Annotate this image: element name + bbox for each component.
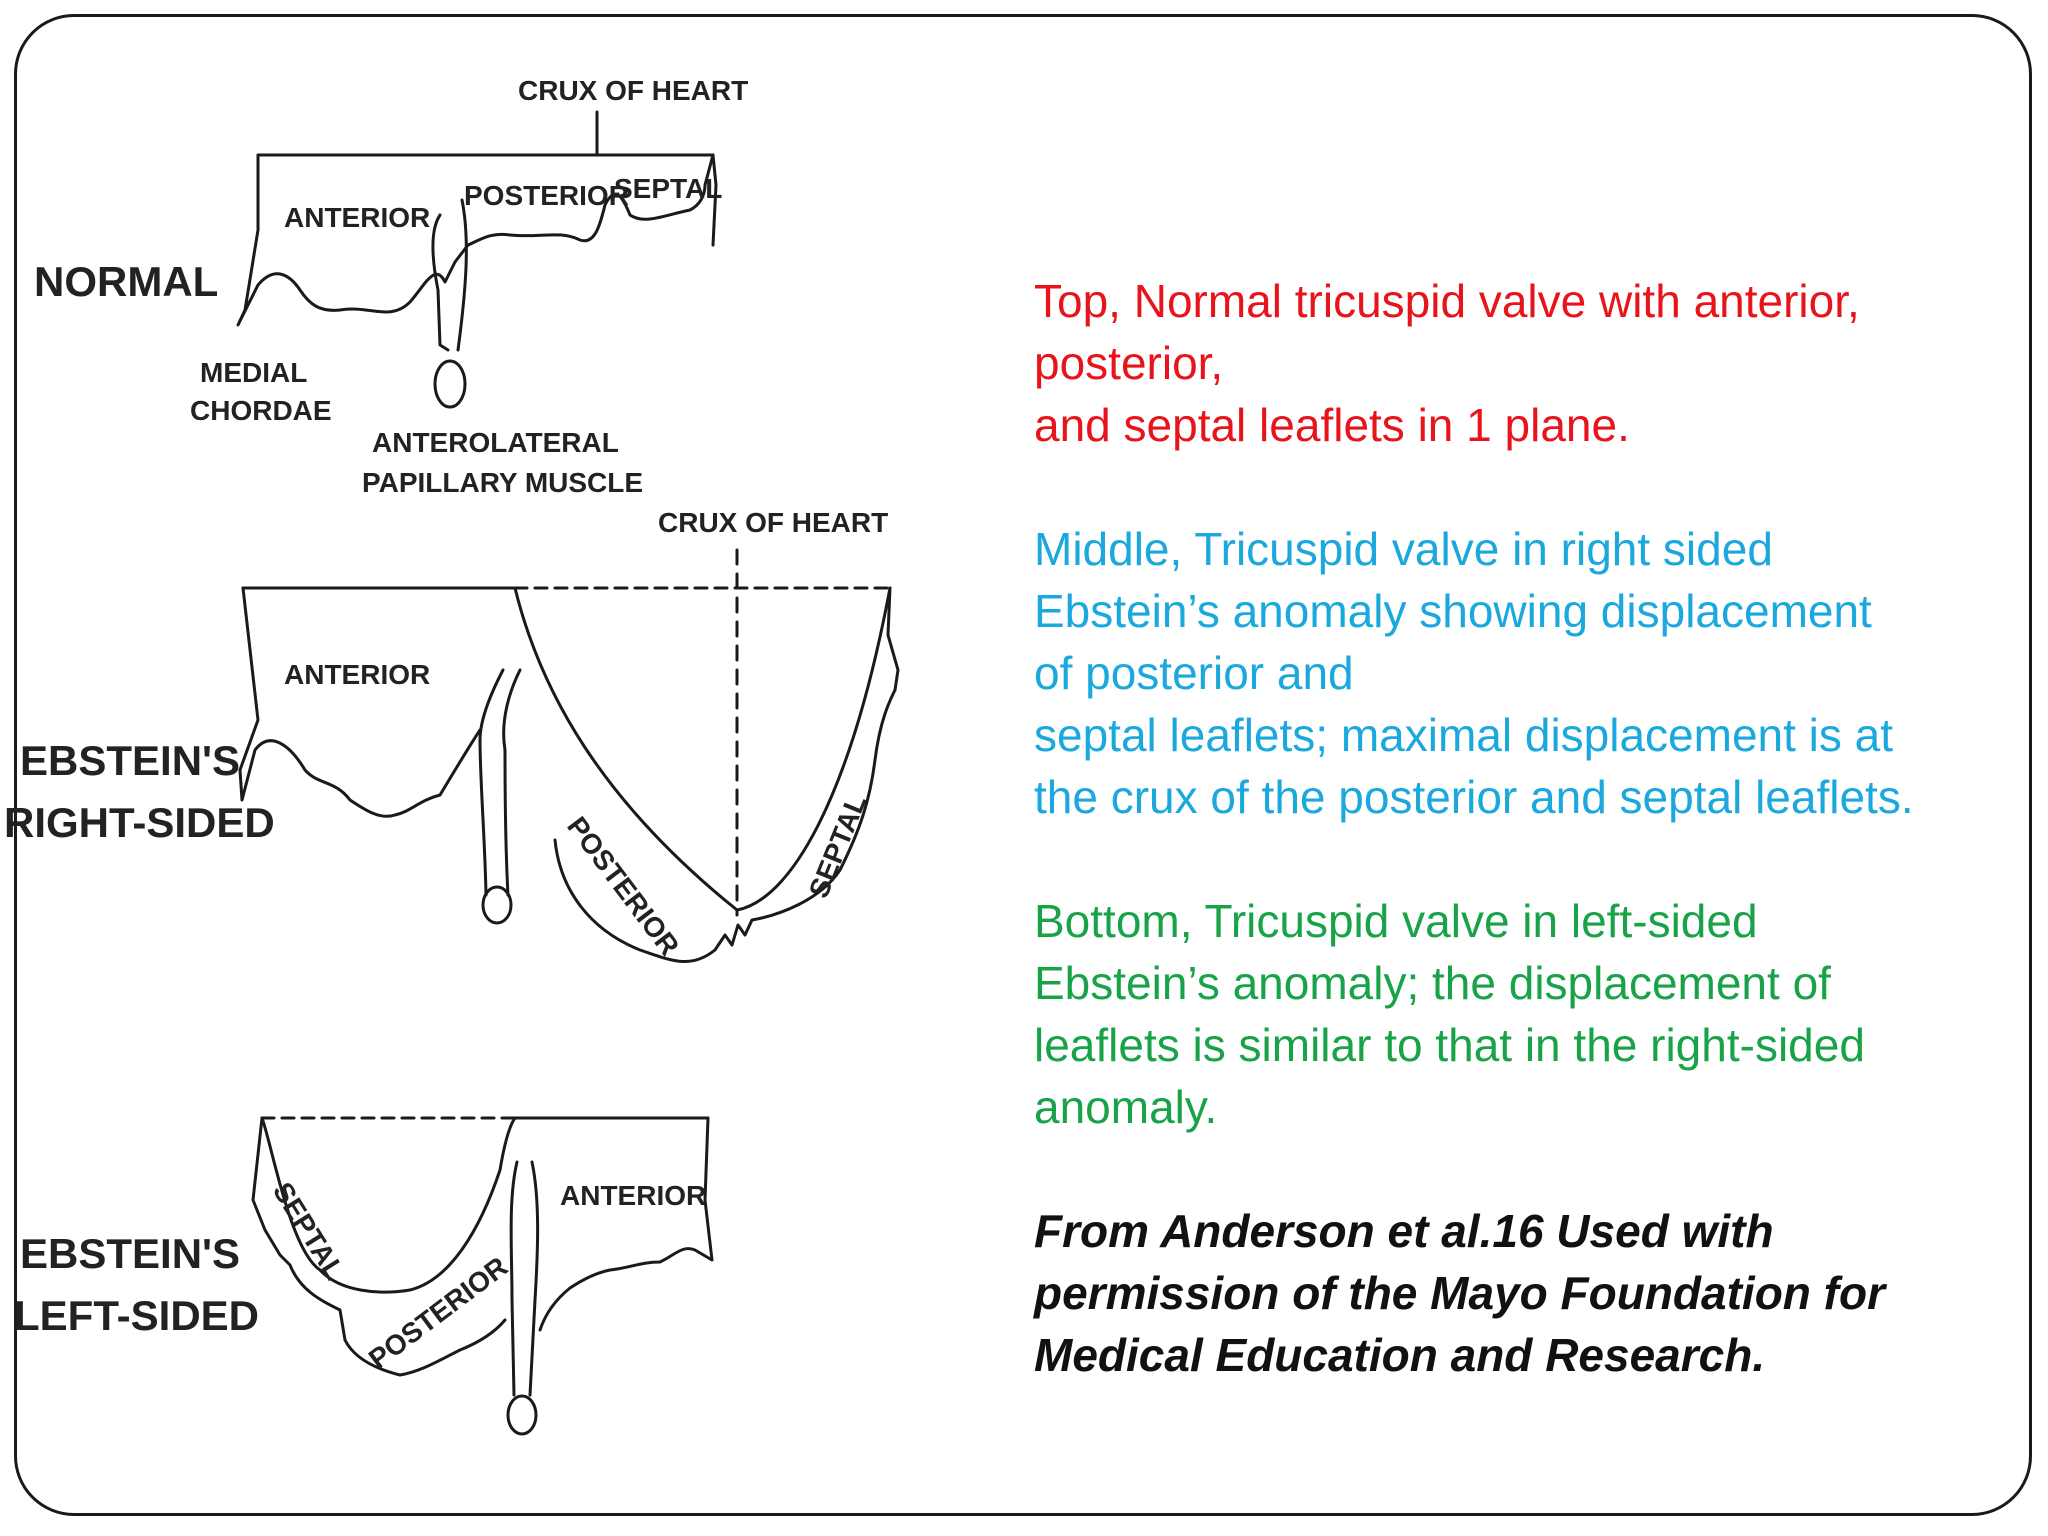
slide-frame xyxy=(14,14,2032,1516)
left-sided-valve-drawing xyxy=(251,1116,714,1436)
caption-credit: From Anderson et al.16 Used with permiss… xyxy=(1034,1205,1885,1381)
right-sided-valve-drawing xyxy=(238,548,900,964)
normal-septal-label: SEPTAL xyxy=(614,173,722,204)
tricuspid-valve-diagram: NORMAL CRUX OF HEART ANTERIOR POSTERIOR … xyxy=(4,75,900,1436)
right-sided-anterior-label: ANTERIOR xyxy=(284,659,430,690)
papillary-label-line1: ANTEROLATERAL xyxy=(372,427,619,458)
caption-top: Top, Normal tricuspid valve with anterio… xyxy=(1034,275,1860,451)
left-sided-septal-label: SEPTAL xyxy=(267,1177,351,1285)
left-sided-anterior-label: ANTERIOR xyxy=(560,1180,706,1211)
right-sided-septal-label: SEPTAL xyxy=(803,790,872,902)
normal-valve-drawing xyxy=(236,110,718,409)
normal-row-label: NORMAL xyxy=(34,258,218,305)
caption-block: Top, Normal tricuspid valve with anterio… xyxy=(1034,270,2024,1386)
papillary-label-line2: PAPILLARY MUSCLE xyxy=(362,467,643,498)
caption-middle: Middle, Tricuspid valve in right sided E… xyxy=(1034,523,1914,823)
left-sided-row-label-line2: LEFT-SIDED xyxy=(14,1292,259,1339)
right-sided-crux-label: CRUX OF HEART xyxy=(658,507,888,538)
medial-chordae-label-line2: CHORDAE xyxy=(190,395,332,426)
caption-bottom: Bottom, Tricuspid valve in left-sided Eb… xyxy=(1034,895,1865,1133)
left-sided-row-label-line1: EBSTEIN'S xyxy=(20,1230,240,1277)
normal-posterior-label: POSTERIOR xyxy=(464,180,629,211)
medial-chordae-label-line1: MEDIAL xyxy=(200,357,307,388)
right-sided-row-label-line1: EBSTEIN'S xyxy=(20,737,240,784)
normal-anterior-label: ANTERIOR xyxy=(284,202,430,233)
left-sided-posterior-label: POSTERIOR xyxy=(363,1251,513,1375)
normal-crux-label: CRUX OF HEART xyxy=(518,75,748,106)
right-sided-row-label-line2: RIGHT-SIDED xyxy=(4,799,275,846)
right-sided-posterior-label: POSTERIOR xyxy=(561,811,685,961)
